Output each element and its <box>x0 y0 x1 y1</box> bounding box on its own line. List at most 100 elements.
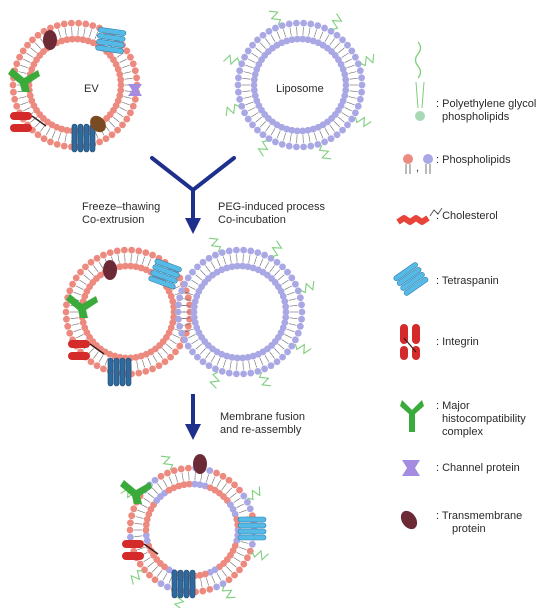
lipo-head <box>293 127 301 135</box>
lipo-peg <box>268 10 282 26</box>
lipo-tail <box>344 107 352 112</box>
hybrid-head <box>199 587 207 595</box>
ev-tail <box>121 101 130 106</box>
fusing-right-tail <box>259 258 264 267</box>
lipo-head <box>249 41 256 49</box>
fusing-left-tail <box>76 285 84 290</box>
fusing-mhc-icon <box>66 294 98 318</box>
fusing-right-tail <box>229 254 232 263</box>
fusing-right-head <box>279 353 286 361</box>
merge-arrow <box>150 156 236 224</box>
hybrid-head <box>164 583 171 591</box>
lipo-tail <box>341 52 349 58</box>
lipo-peg <box>318 144 332 160</box>
lipo-tail <box>270 34 276 42</box>
ev-channel-icon <box>128 84 142 96</box>
fusing-right-tail <box>289 317 298 320</box>
ev-tail <box>119 107 127 112</box>
fusing-right-head <box>194 263 201 271</box>
hybrid-head <box>142 526 150 534</box>
fusing-right-tail <box>264 355 270 363</box>
hybrid-head <box>143 515 151 523</box>
lipo-tail <box>319 130 324 139</box>
fusing-right-tail <box>223 256 226 265</box>
legend-mhc-icon <box>400 400 424 432</box>
fusing-left-head <box>132 353 140 361</box>
lipo-head <box>272 24 279 32</box>
step1-right-label-a: PEG-induced process <box>218 201 325 213</box>
fusing-left-tail <box>152 355 158 363</box>
fusing-right-tail <box>286 328 295 333</box>
lipo-tail <box>270 128 276 136</box>
legend-phospholipids-label: : Phospholipids <box>436 154 511 166</box>
lipo-head <box>283 37 291 45</box>
fusing-right-head <box>296 322 304 330</box>
ev-head <box>58 37 66 45</box>
hybrid-tail <box>147 492 154 499</box>
hybrid-tail <box>143 557 151 563</box>
ev-head <box>74 35 82 43</box>
fusing-left-head <box>149 365 156 373</box>
hybrid-head <box>141 566 148 574</box>
fusing-peg <box>208 237 222 253</box>
lipo-tail <box>283 29 286 38</box>
hybrid-head <box>143 537 151 545</box>
ev-head <box>127 53 134 61</box>
fusing-left-tail <box>169 339 177 345</box>
lipo-head <box>307 20 315 28</box>
fusing-right-head <box>249 352 257 360</box>
ev-tail <box>64 134 67 143</box>
fusing-right-head <box>174 308 182 316</box>
hybrid-tail <box>233 497 241 503</box>
hybrid-head <box>145 542 153 550</box>
fusing-left-head <box>62 308 70 316</box>
ev-head <box>75 19 83 27</box>
lipo-head <box>352 109 359 117</box>
lipo-tail <box>245 64 254 69</box>
ev-head <box>117 76 125 84</box>
fusing-right-tail <box>223 359 226 368</box>
lipo-tail <box>255 47 262 54</box>
fusing-right-tail <box>259 357 264 366</box>
hybrid-tail <box>140 503 148 508</box>
fusing-left-tail <box>147 357 152 366</box>
hybrid-head <box>142 521 150 529</box>
ev-head <box>53 140 61 148</box>
lipo-head <box>341 70 349 78</box>
hybrid-head <box>164 469 171 477</box>
legend-peg-label-b: phospholipids <box>442 111 510 123</box>
fusing-right-head <box>282 303 290 311</box>
fusing-peg <box>299 280 315 294</box>
ev-tail <box>58 29 61 38</box>
hybrid-tail <box>137 546 146 551</box>
fusing-right-tail <box>188 285 196 290</box>
ev-label: EV <box>84 83 99 95</box>
hybrid-integrin-icon <box>122 540 159 560</box>
ev-head <box>102 135 110 143</box>
fusing-left-tail <box>73 328 82 333</box>
fusing-left-head <box>142 249 150 257</box>
lipo-head <box>321 138 328 146</box>
lipo-tail <box>329 124 335 132</box>
lipo-head <box>234 81 242 89</box>
fusing-left-tail <box>166 343 173 350</box>
hybrid-head <box>196 481 204 489</box>
legend-phospholipid-separator: , <box>416 162 420 174</box>
fusing-right-head <box>212 251 219 259</box>
fusing-right-head <box>205 362 213 370</box>
fusing-right-head <box>178 329 186 337</box>
hybrid-head <box>142 531 150 539</box>
fusing-right-head <box>294 287 302 295</box>
fusing-right-tail <box>191 339 199 345</box>
step1-left-label-a: Freeze–thawing <box>82 201 161 213</box>
fusing-right-tail <box>182 304 191 307</box>
lipo-head <box>299 127 307 135</box>
ev-head <box>117 86 125 94</box>
lipo-head <box>236 95 244 103</box>
lipo-head <box>251 92 259 100</box>
hybrid-tail <box>175 474 178 483</box>
fusing-right-head <box>218 367 226 375</box>
hybrid-tail <box>236 503 244 508</box>
lipo-head <box>352 53 359 61</box>
ev-head <box>16 53 23 61</box>
